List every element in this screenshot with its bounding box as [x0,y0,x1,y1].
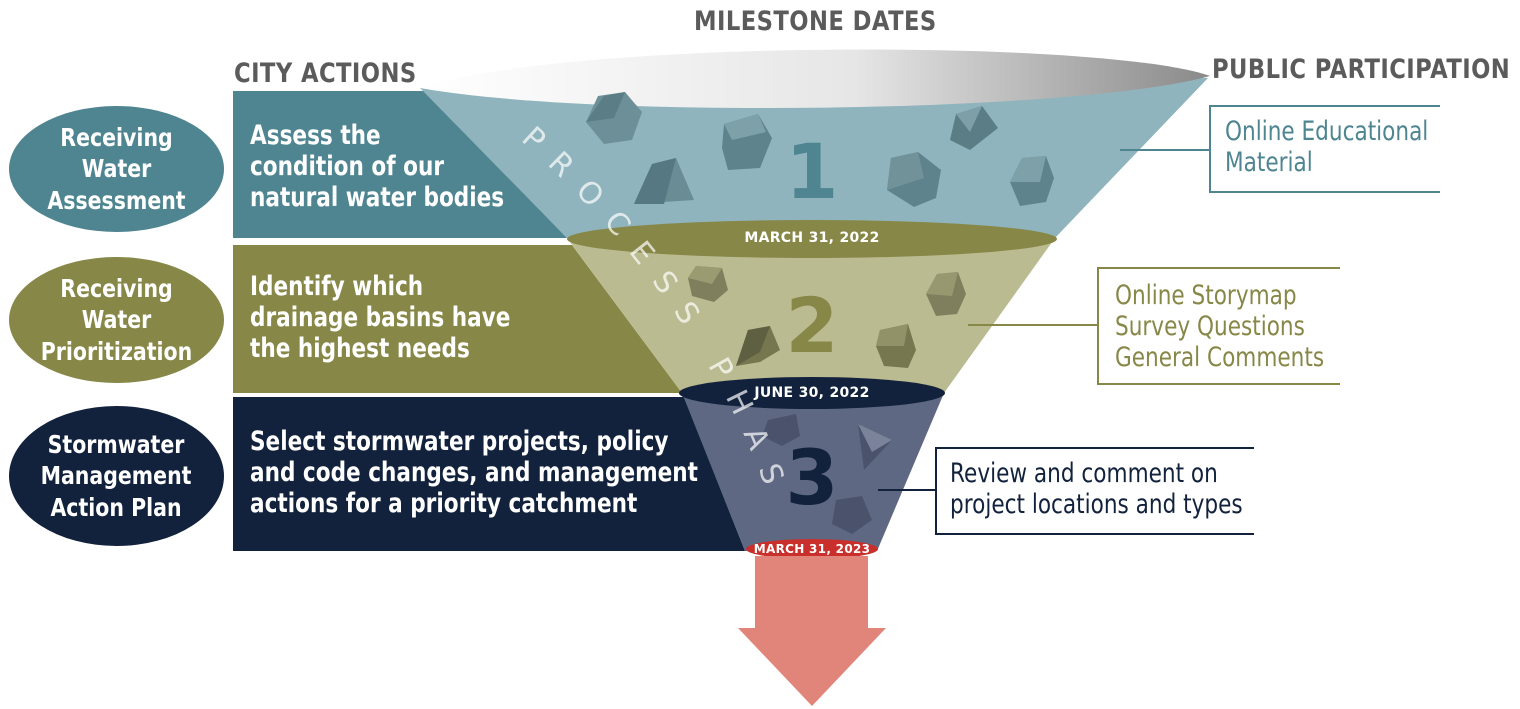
participation-connectors [878,105,1440,535]
milestone-ellipse-1 [567,220,1057,258]
phase-1-participation: Online Educational Material [1225,116,1429,178]
phase-1-name: Receiving Water Assessment [47,123,186,215]
phase-3-oval: Stormwater Management Action Plan [9,406,224,546]
phase-3-band [233,397,745,551]
milestone-date-2: JUNE 30, 2022 [754,385,870,401]
phase-3-participation: Review and comment on project locations … [950,458,1243,520]
phase-1-action: Assess the condition of our natural wate… [250,120,505,213]
milestone-date-3: MARCH 31, 2023 [753,542,871,556]
phase-number-1: 1 [786,127,839,216]
phase-2-name: Receiving Water Prioritization [40,274,193,366]
phase-1-band [233,91,567,238]
milestone-dates-header: MILESTONE DATES [694,6,937,37]
phase-2-band [233,245,682,393]
city-actions-header: CITY ACTIONS [234,58,417,89]
milestone-date-1: MARCH 31, 2022 [744,230,880,246]
phase-2-oval: Receiving Water Prioritization [9,257,224,383]
phase-2-participation: Online Storymap Survey Questions General… [1115,280,1325,373]
milestone-ellipse-3 [746,539,878,559]
phase-3-action: Select stormwater projects, policy and c… [250,426,698,519]
phase-2-action: Identify which drainage basins have the … [250,271,511,364]
phase-number-2: 2 [786,281,839,370]
public-participation-header: PUBLIC PARTICIPATION [1212,54,1511,85]
milestone-ellipse-2 [679,377,945,409]
funnel-segment-3 [682,393,944,551]
decorative-rocks [586,92,1054,534]
outcome-arrow [738,556,886,706]
phase-1-oval: Receiving Water Assessment [9,106,224,232]
phase-3-name: Stormwater Management Action Plan [41,430,192,522]
phase-number-3: 3 [786,433,839,522]
